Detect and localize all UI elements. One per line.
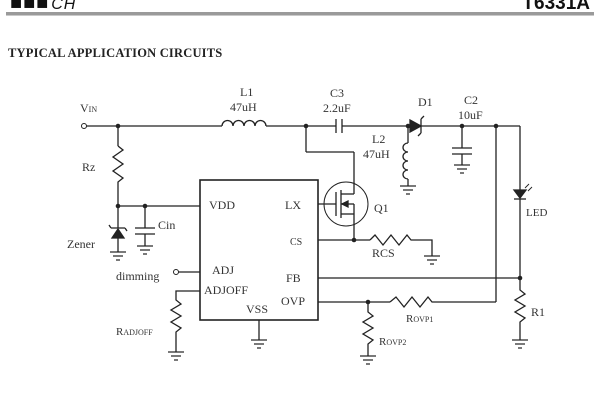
junction-dot — [493, 123, 499, 129]
junction-dot — [351, 237, 357, 243]
resistor-rcs — [369, 233, 433, 256]
label-r1: R1 — [531, 305, 545, 319]
label-rovp2: ROVP2 — [379, 336, 406, 348]
inductor-l2 — [402, 142, 409, 180]
pin-adjoff: ADJOFF — [204, 283, 248, 297]
junction-dot — [459, 123, 465, 129]
label-d1: D1 — [418, 95, 433, 109]
inductor-l1 — [221, 119, 267, 127]
label-vin: VIN — [80, 101, 97, 115]
label-c2-value: 10uF — [458, 108, 483, 122]
label-l1-value: 47uH — [230, 100, 257, 114]
ground-icon — [110, 251, 126, 261]
mosfet-circle — [323, 181, 369, 227]
label-l2-name: L2 — [372, 132, 385, 146]
logo-suffix: CH — [51, 0, 77, 13]
label-rovp1: ROVP1 — [406, 313, 433, 325]
label-dimming: dimming — [116, 269, 159, 283]
label-radjoff: RADJOFF — [116, 326, 153, 338]
junction-dot — [115, 203, 121, 209]
junction-dot — [405, 123, 411, 129]
brand-logo: ■■■CH — [10, 0, 76, 15]
resistor-radjoff — [169, 290, 200, 352]
zener-bar — [108, 224, 128, 232]
led-diode — [512, 189, 528, 200]
ground-icon — [400, 185, 416, 195]
vin-terminal — [81, 123, 87, 129]
ground-icon — [454, 164, 470, 174]
dimming-terminal — [173, 269, 179, 275]
mosfet-arrow — [340, 199, 349, 209]
ground-icon — [168, 351, 184, 361]
junction-dot — [303, 123, 309, 129]
label-c2-name: C2 — [464, 93, 478, 107]
ground-icon — [512, 339, 528, 349]
ground-icon — [251, 339, 267, 349]
resistor-rovp2 — [361, 302, 375, 356]
ground-symbols — [110, 164, 528, 365]
pin-vss: VSS — [246, 302, 268, 316]
junction-dot — [365, 299, 371, 305]
label-c3-name: C3 — [330, 86, 344, 100]
junction-dot — [142, 203, 148, 209]
pin-fb: FB — [286, 271, 301, 285]
label-led: LED — [526, 207, 547, 219]
part-number: T6331A — [522, 0, 590, 14]
led-emission-arrows — [524, 183, 533, 192]
ground-icon — [137, 245, 153, 255]
pin-vdd: VDD — [209, 198, 235, 212]
pin-adj: ADJ — [212, 263, 234, 277]
label-l2-value: 47uH — [363, 147, 390, 161]
section-title: TYPICAL APPLICATION CIRCUITS — [8, 46, 223, 60]
label-cin: Cin — [158, 218, 175, 232]
header-divider — [6, 12, 594, 16]
junctions — [115, 123, 523, 305]
label-rcs: RCS — [372, 246, 395, 260]
resistor-rz — [111, 145, 125, 206]
resistor-r1 — [513, 278, 527, 340]
logo-mark: ■■■ — [10, 0, 50, 14]
label-rz: Rz — [82, 160, 95, 174]
zener-diode — [110, 227, 126, 239]
label-l1-name: L1 — [240, 85, 253, 99]
diode-d1 — [409, 118, 423, 134]
pin-lx: LX — [285, 198, 301, 212]
label-c3-value: 2.2uF — [323, 101, 351, 115]
pin-cs: CS — [290, 237, 302, 248]
ground-icon — [360, 355, 376, 365]
resistor-rovp1 — [389, 295, 496, 309]
label-q1: Q1 — [374, 201, 389, 215]
label-zener: Zener — [67, 237, 95, 251]
junction-dot — [517, 275, 523, 281]
ground-icon — [424, 255, 440, 265]
pin-ovp: OVP — [281, 294, 305, 308]
junction-dot — [115, 123, 121, 129]
